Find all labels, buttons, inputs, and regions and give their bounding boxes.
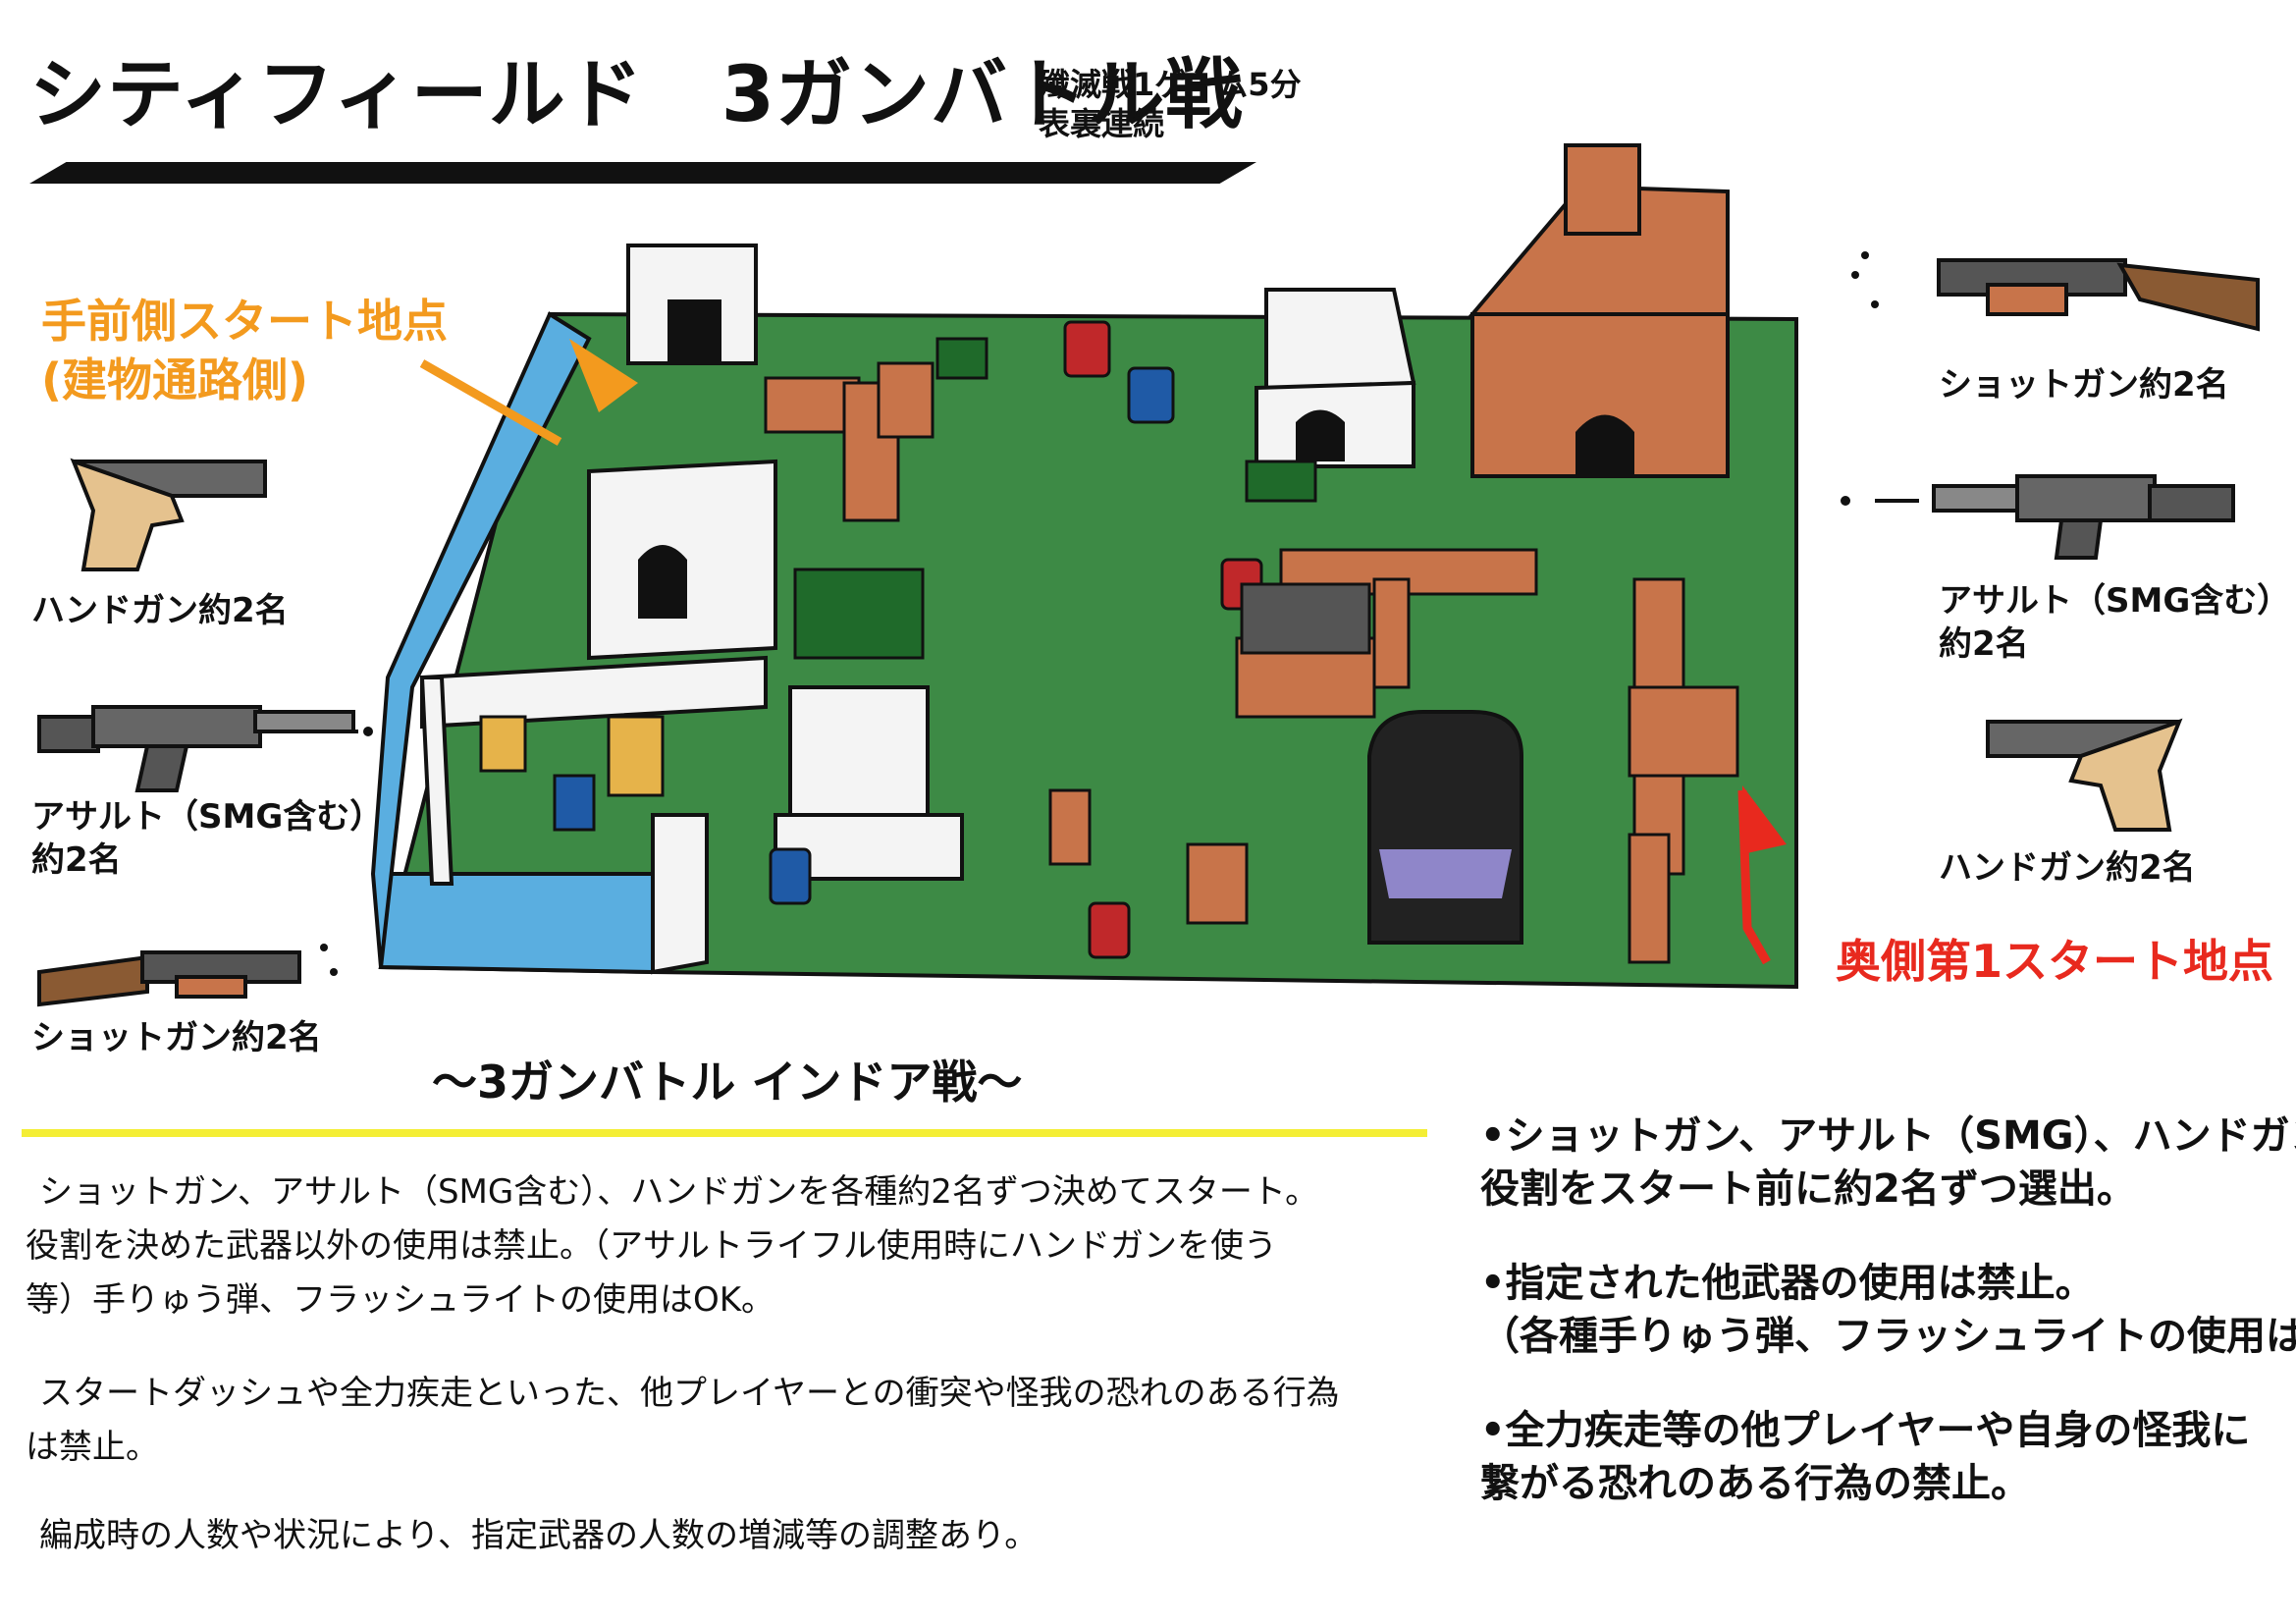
right-shotgun-label: ショットガン約2名	[1939, 365, 2229, 405]
left-assault-label-line-1: アサルト（SMG含む）	[31, 797, 384, 837]
right-assault-label: アサルト（SMG含む） 約2名	[1939, 579, 2290, 666]
subtitle-line-2: 表裏連続	[1039, 105, 1165, 142]
assault-rifle-icon	[37, 705, 373, 792]
assault-rifle-icon	[1841, 474, 2235, 560]
rule-2-line-2: （各種手りゅう弾、フラッシュライトの使用はOK）	[1480, 1314, 2296, 1359]
center-white-building	[774, 685, 964, 881]
rule-item: •全力疾走等の他プレイヤーや自身の怪我に 繋がる恐れのある行為の禁止。	[1480, 1404, 2250, 1510]
left-building-tower	[587, 244, 777, 661]
car-obstacle	[1367, 710, 1523, 945]
rule-3-line-2: 繋がる恐れのある行為の禁止。	[1480, 1461, 2030, 1506]
handgun-icon	[70, 458, 267, 571]
rule-2-line-1: •指定された他武器の使用は禁止。	[1480, 1261, 2095, 1306]
page-title: シティフィールド 3ガンバトル戦	[29, 51, 1244, 139]
game-rules-subtitle: 殲滅戦1ゲーム5分 表裏連続	[1039, 65, 1302, 143]
near-start-label-line-1: 手前側スタート地点	[41, 295, 448, 348]
left-assault-label-line-2: 約2名	[31, 840, 122, 881]
description-line-2: 役割を決めた武器以外の使用は禁止。（アサルトライフル使用時にハンドガンを使う	[26, 1226, 1277, 1266]
description-line-6: 編成時の人数や状況により、指定武器の人数の増減等の調整あり。	[39, 1516, 1039, 1555]
description-line-5: は禁止。	[26, 1428, 159, 1467]
left-shotgun-label: ショットガン約2名	[31, 1018, 322, 1057]
center-wooden-walls	[1048, 548, 1538, 925]
near-start-arrow	[419, 339, 638, 446]
description-line-4: スタートダッシュや全力疾走といった、他プレイヤーとの衝突や怪我の恐れのある行為	[39, 1374, 1340, 1413]
rule-1-line-2: 役割をスタート前に約2名ずつ選出。	[1480, 1166, 2136, 1212]
left-lower-enclosure	[419, 655, 768, 975]
water-left-edge	[370, 311, 592, 968]
mesh-fence	[935, 337, 988, 380]
top-white-building	[1245, 288, 1416, 503]
brick-building	[1468, 143, 1730, 478]
title-underline	[29, 162, 1256, 184]
right-handgun-label: ハンドガン約2名	[1939, 848, 2196, 888]
rule-item: •指定された他武器の使用は禁止。 （各種手りゅう弾、フラッシュライトの使用はOK…	[1480, 1257, 2296, 1363]
right-wooden-corridor	[1628, 577, 1739, 964]
rule-item: •ショットガン、アサルト（SMG）、ハンドガンの 役割をスタート前に約2名ずつ選…	[1480, 1110, 2296, 1216]
shotgun-icon	[37, 944, 338, 1007]
left-assault-label: アサルト（SMG含む） 約2名	[31, 795, 383, 882]
right-assault-label-line-1: アサルト（SMG含む）	[1939, 581, 2291, 621]
left-handgun-label: ハンドガン約2名	[31, 591, 289, 630]
rule-1-line-1: •ショットガン、アサルト（SMG）、ハンドガンの	[1480, 1113, 2296, 1159]
shotgun-icon	[1851, 251, 2260, 332]
description-line-3: 等）手りゅう弾、フラッシュライトの使用はOK。	[26, 1280, 775, 1320]
description-line-1: ショットガン、アサルト（SMG含む）、ハンドガンを各種約2名ずつ決めてスタート。	[39, 1172, 1319, 1212]
map-caption: ～3ガンバトル インドア戦～	[432, 1056, 1023, 1109]
near-start-label-line-2: (建物通路側)	[41, 352, 309, 406]
right-assault-label-line-2: 約2名	[1939, 624, 2029, 665]
near-start-label: 手前側スタート地点 (建物通路側)	[41, 293, 448, 410]
handgun-icon	[1986, 718, 2183, 832]
mesh-fence	[793, 568, 925, 660]
water-channel	[378, 872, 655, 975]
far-start-arrow	[1737, 785, 1787, 965]
subtitle-line-1: 殲滅戦1ゲーム5分	[1039, 66, 1302, 103]
section-divider	[22, 1129, 1427, 1137]
wood-wall	[877, 361, 934, 439]
rule-3-line-1: •全力疾走等の他プレイヤーや自身の怪我に	[1480, 1408, 2251, 1453]
far-start-label: 奥側第1スタート地点	[1836, 935, 2274, 988]
